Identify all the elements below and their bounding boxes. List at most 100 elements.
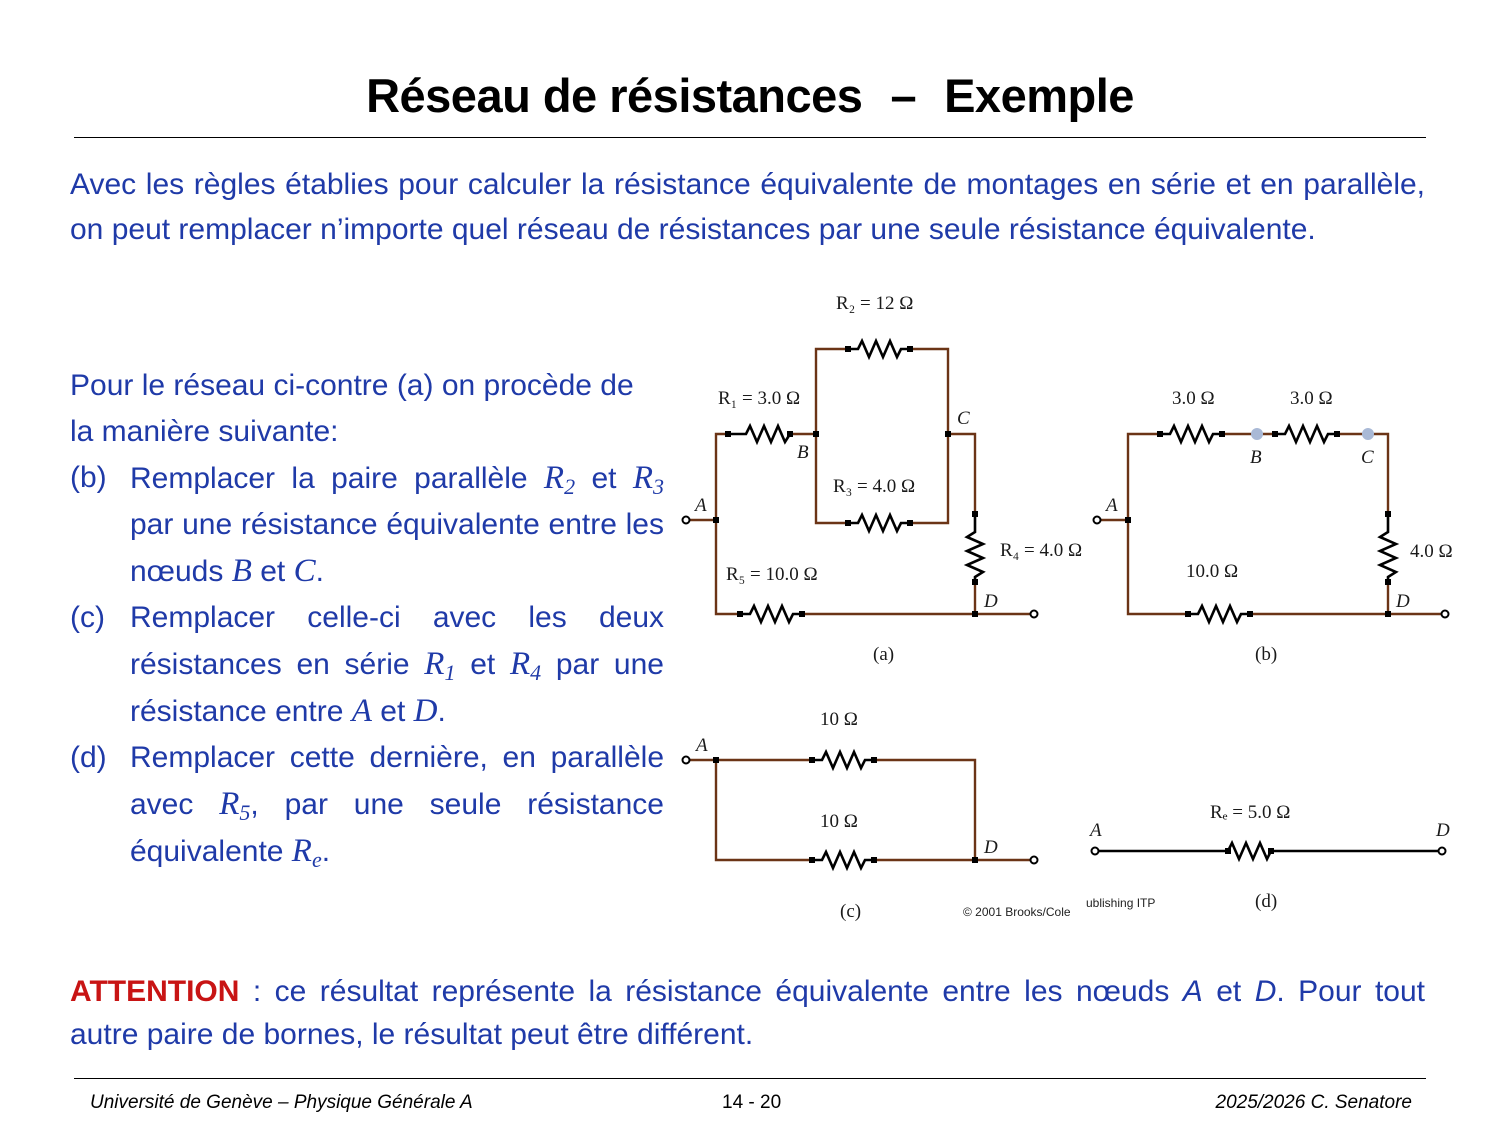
variable-subscript: 5: [239, 800, 251, 825]
attention-text: et: [1202, 975, 1255, 1008]
caption-c: (c): [840, 901, 861, 922]
attention-note: ATTENTION : ce résultat représente la ré…: [70, 970, 1425, 1056]
node-d: D: [1435, 820, 1450, 841]
title-main: Réseau de résistances: [366, 69, 863, 122]
variable-symbol: R: [632, 460, 653, 496]
node-a: A: [693, 495, 707, 516]
variable-symbol: R: [424, 646, 445, 682]
resistor-r1: [728, 422, 792, 446]
resistor-b-left: [1160, 422, 1222, 446]
footer-author: 2025/2026 C. Senatore: [1215, 1092, 1413, 1113]
step-text: par une résistance équivalente entre les…: [130, 508, 664, 588]
step-b: (b) Remplacer la paire parallèle R2 et R…: [70, 455, 664, 595]
node-c: C: [957, 408, 970, 429]
variable-subscript: 4: [530, 660, 542, 685]
step-tag: (b): [70, 461, 107, 494]
copyright-right: ublishing ITP: [1086, 896, 1155, 910]
procedure-block: Pour le réseau ci-contre (a) on procède …: [70, 363, 664, 875]
step-variable: C: [293, 553, 316, 589]
node-highlights: [1251, 428, 1374, 440]
resistor-r3: [848, 511, 910, 535]
label-r3: R₃ = 4.0 Ω: [833, 476, 915, 497]
title-rule: [74, 137, 1426, 138]
label-b-mid: 3.0 Ω: [1290, 388, 1333, 409]
footer-page-number: 14 - 20: [722, 1092, 782, 1113]
label-b-bottom: 10.0 Ω: [1186, 561, 1238, 582]
resistor-symbols: [728, 337, 1442, 872]
footer-rule: [74, 1078, 1426, 1079]
attention-label: ATTENTION: [70, 975, 240, 1008]
node-a: A: [694, 735, 708, 756]
label-r1: R₁ = 3.0 Ω: [718, 388, 800, 409]
variable-subscript: 3: [653, 474, 664, 499]
variable-symbol: R: [543, 460, 565, 496]
step-d: (d) Remplacer cette dernière, en parallè…: [70, 735, 664, 875]
node-d: D: [983, 837, 998, 858]
label-r2: R₂ = 12 Ω: [836, 293, 913, 314]
resistor-b-bottom: [1188, 602, 1250, 626]
circuit-wires: [688, 347, 1442, 862]
step-text: .: [321, 835, 331, 868]
resistor-r4: [963, 514, 987, 582]
step-variable: D: [413, 693, 438, 729]
variable-subscript: e: [311, 847, 322, 872]
variable-symbol: R: [291, 833, 312, 869]
step-variable: R4: [509, 646, 542, 685]
copyright-left: © 2001 Brooks/Cole: [963, 905, 1071, 919]
label-re: Rₑ = 5.0 Ω: [1210, 802, 1290, 823]
label-b-left: 3.0 Ω: [1172, 388, 1215, 409]
node-d: D: [983, 591, 998, 612]
attention-text: : ce résultat représente la résistance é…: [239, 975, 1183, 1008]
resistor-b-mid: [1275, 422, 1337, 446]
procedure-lead: Pour le réseau ci-contre (a) on procède …: [70, 369, 634, 448]
resistor-b-right: [1376, 514, 1400, 582]
resistor-r2: [848, 337, 910, 361]
caption-a: (a): [873, 644, 894, 665]
procedure-steps: (b) Remplacer la paire parallèle R2 et R…: [70, 455, 664, 875]
label-r5: R₅ = 10.0 Ω: [726, 564, 818, 585]
node-a: A: [1088, 820, 1102, 841]
node-b: B: [1250, 447, 1262, 468]
node-a: A: [1104, 495, 1118, 516]
label-c-bottom: 10 Ω: [820, 811, 858, 832]
step-text: et: [371, 695, 414, 728]
resistor-c-top: [812, 748, 874, 772]
attention-text: . Pour tout autre paire de bornes, le ré…: [70, 975, 1425, 1051]
step-text: .: [437, 695, 446, 728]
step-text: et: [455, 648, 510, 681]
step-variable: B: [231, 553, 252, 589]
label-c-top: 10 Ω: [820, 709, 858, 730]
figure-labels: R₂ = 12 Ω R₁ = 3.0 Ω R₃ = 4.0 Ω R₄ = 4.0…: [693, 293, 1453, 922]
step-variable: A: [351, 693, 372, 729]
step-variable: R1: [424, 646, 455, 684]
resistor-c-bottom: [812, 848, 874, 872]
step-variable: R5: [219, 786, 251, 825]
node-c: C: [1361, 447, 1374, 468]
label-b-right: 4.0 Ω: [1410, 541, 1453, 562]
step-variable: R2: [543, 460, 575, 498]
resistor-network-figure: R₂ = 12 Ω R₁ = 3.0 Ω R₃ = 4.0 Ω R₄ = 4.0…: [681, 293, 1453, 922]
step-text: , par une seule résistance équivalente: [130, 788, 664, 868]
node-d: D: [1395, 591, 1410, 612]
resistor-r5: [740, 602, 802, 626]
attention-variable: D: [1254, 975, 1277, 1008]
step-text: et: [575, 462, 633, 495]
step-text: Remplacer la paire parallèle: [130, 462, 544, 495]
copyright-notice: © 2001 Brooks/Cole ublishing ITP: [963, 896, 1155, 919]
step-tag: (d): [70, 741, 107, 774]
variable-symbol: R: [509, 646, 531, 682]
step-text: Remplacer celle-ci avec les deux résista…: [130, 601, 664, 681]
footer-institution: Université de Genève – Physique Générale…: [90, 1092, 473, 1113]
junction-dots: [713, 346, 1391, 863]
step-text: par une résistance entre: [130, 648, 664, 728]
title-dash: –: [890, 69, 917, 122]
step-variable: Re: [291, 833, 322, 872]
caption-b: (b): [1255, 644, 1277, 665]
slide-title: Réseau de résistances–Exemple: [0, 68, 1500, 123]
step-text: Remplacer cette dernière, en parallèle a…: [130, 741, 664, 821]
attention-variable: A: [1182, 975, 1203, 1008]
label-r4: R₄ = 4.0 Ω: [1000, 540, 1082, 561]
step-text: .: [315, 555, 324, 588]
intro-paragraph: Avec les règles établies pour calculer l…: [70, 168, 1425, 246]
variable-symbol: R: [219, 786, 240, 822]
